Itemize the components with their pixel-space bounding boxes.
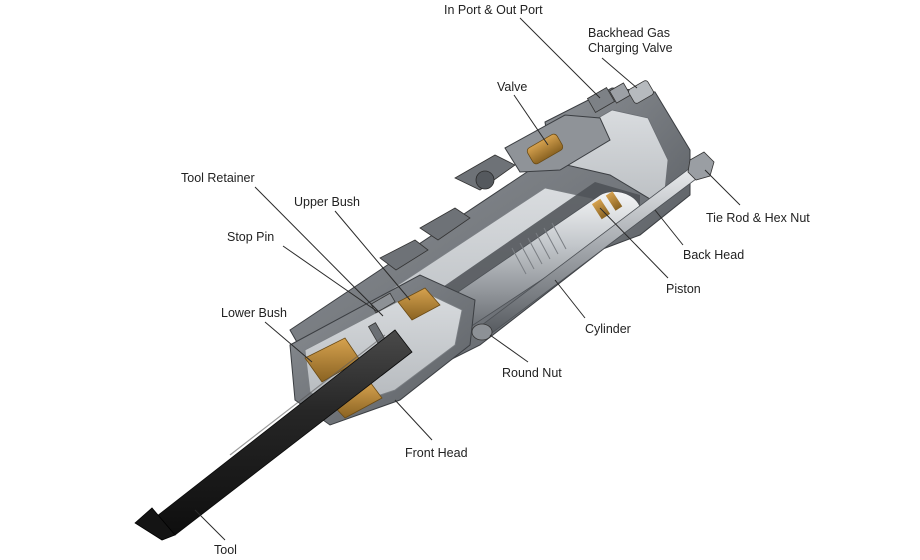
label-tool: Tool — [214, 543, 237, 557]
leader-lower-bush — [264, 321, 313, 363]
leader-valve — [513, 94, 549, 146]
leader-upper-bush — [334, 210, 411, 301]
leader-backhead-gas — [601, 57, 638, 89]
leader-cylinder — [554, 279, 586, 319]
side-block-2 — [419, 207, 471, 241]
leader-tool — [194, 509, 226, 541]
leader-front-head — [394, 399, 433, 441]
label-lower-bush: Lower Bush — [221, 306, 287, 320]
leader-lines — [194, 17, 741, 541]
label-piston: Piston — [666, 282, 701, 296]
side-block-3 — [379, 239, 429, 271]
leader-piston — [599, 207, 669, 279]
label-valve: Valve — [497, 80, 527, 94]
side-block-1 — [454, 154, 516, 191]
label-tool-retainer: Tool Retainer — [181, 171, 255, 185]
label-back-head: Back Head — [683, 248, 744, 262]
in-out-port — [586, 82, 631, 113]
leader-stop-pin — [282, 245, 379, 313]
tool — [134, 329, 413, 541]
backhead-gas-charging-valve — [628, 80, 654, 104]
label-backhead-gas-line2: Charging Valve — [588, 41, 673, 55]
leader-tool-retainer — [254, 186, 384, 317]
label-cylinder: Cylinder — [585, 322, 631, 336]
upper-bush — [397, 287, 441, 321]
labels: In Port & Out Port Backhead Gas Charging… — [181, 3, 810, 557]
label-front-head: Front Head — [405, 446, 468, 460]
label-stop-pin: Stop Pin — [227, 230, 274, 244]
label-upper-bush: Upper Bush — [294, 195, 360, 209]
leader-tie-rod — [704, 169, 741, 206]
label-in-out-port: In Port & Out Port — [444, 3, 543, 17]
leader-round-nut — [489, 334, 529, 363]
breaker-assembly — [134, 80, 715, 541]
leader-back-head — [654, 209, 684, 246]
valve — [526, 133, 564, 165]
label-round-nut: Round Nut — [502, 366, 562, 380]
label-tie-rod: Tie Rod & Hex Nut — [706, 211, 810, 225]
leader-in-out-port — [519, 17, 601, 99]
label-backhead-gas-line1: Backhead Gas — [588, 26, 670, 40]
